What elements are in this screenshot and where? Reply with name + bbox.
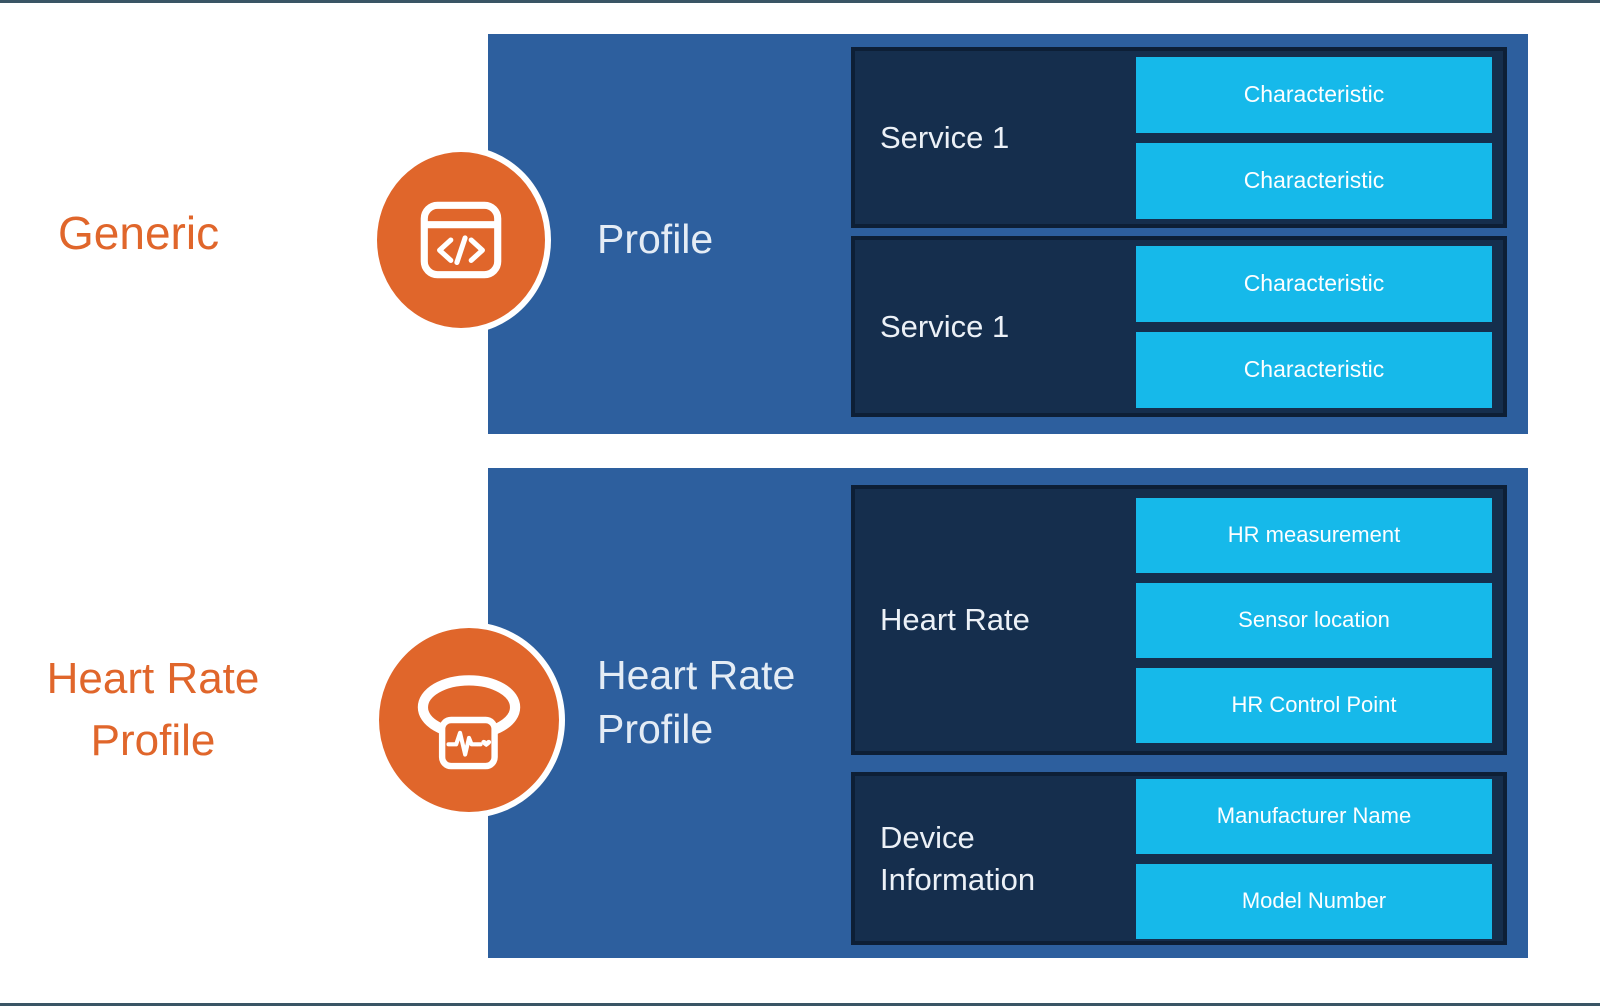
service-name: Heart Rate bbox=[880, 602, 1030, 638]
service-box: Device Information Manufacturer Name Mod… bbox=[851, 772, 1507, 945]
characteristic-box: Characteristic bbox=[1136, 245, 1492, 322]
heart-rate-profile-box: Heart Rate Profile Heart Rate HR measure… bbox=[488, 468, 1528, 958]
heart-rate-profile-title: Heart Rate Profile bbox=[597, 652, 796, 753]
top-border-line bbox=[0, 0, 1600, 3]
characteristic-column: Manufacturer Name Model Number bbox=[1136, 776, 1492, 941]
characteristic-column: Characteristic Characteristic bbox=[1136, 240, 1492, 413]
heart-rate-section-label: Heart Rate Profile bbox=[46, 654, 260, 766]
characteristic-box: Model Number bbox=[1136, 863, 1492, 939]
service-box: Service 1 Characteristic Characteristic bbox=[851, 236, 1507, 417]
characteristic-box: Characteristic bbox=[1136, 56, 1492, 133]
bottom-border-line bbox=[0, 1003, 1600, 1006]
heart-rate-icon-badge bbox=[373, 622, 565, 818]
generic-icon-badge bbox=[371, 146, 551, 334]
characteristic-box: Characteristic bbox=[1136, 142, 1492, 219]
generic-profile-box: Profile Service 1 Characteristic Charact… bbox=[488, 34, 1528, 434]
service-name: Service 1 bbox=[880, 119, 1010, 155]
characteristic-box: Sensor location bbox=[1136, 582, 1492, 658]
generic-section-label: Generic bbox=[58, 207, 220, 259]
characteristic-column: Characteristic Characteristic bbox=[1136, 51, 1492, 224]
fitness-band-icon bbox=[417, 675, 521, 770]
characteristic-box: HR Control Point bbox=[1136, 667, 1492, 743]
code-window-icon bbox=[420, 201, 502, 279]
characteristic-box: HR measurement bbox=[1136, 497, 1492, 573]
characteristic-column: HR measurement Sensor location HR Contro… bbox=[1136, 489, 1492, 751]
service-box: Heart Rate HR measurement Sensor locatio… bbox=[851, 485, 1507, 755]
service-box: Service 1 Characteristic Characteristic bbox=[851, 47, 1507, 228]
generic-profile-title: Profile bbox=[597, 216, 714, 262]
characteristic-box: Manufacturer Name bbox=[1136, 778, 1492, 854]
characteristic-box: Characteristic bbox=[1136, 331, 1492, 408]
service-name: Service 1 bbox=[880, 308, 1010, 344]
service-name: Device Information bbox=[880, 819, 1036, 897]
